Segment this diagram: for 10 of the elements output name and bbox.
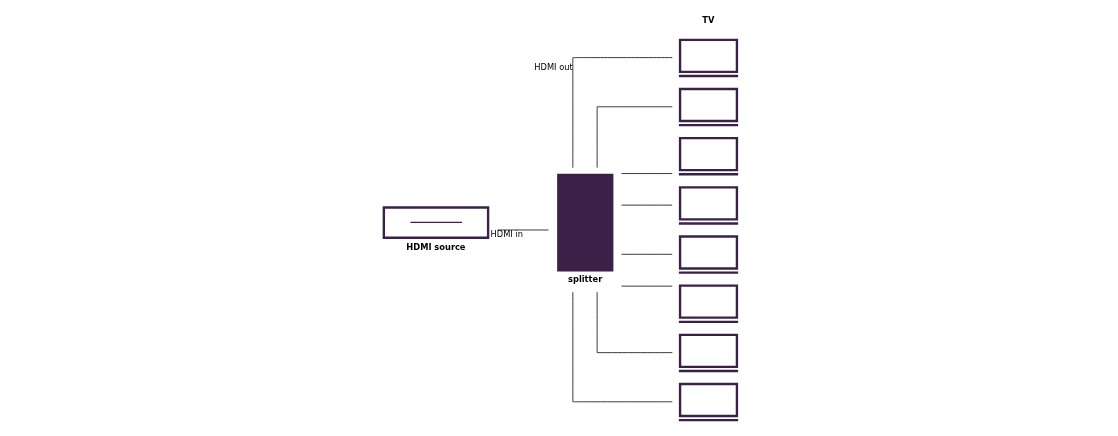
label: TV: [701, 15, 714, 26]
connector: [571, 57, 673, 169]
node-label: HDMI source: [405, 241, 465, 252]
node-box: [382, 206, 489, 239]
node-box: [556, 173, 613, 272]
connector: [596, 291, 673, 353]
edge-label: HDMI out: [533, 61, 573, 72]
node-label: splitter: [567, 274, 602, 285]
edge-label: HDMI in: [490, 228, 523, 239]
connector: [620, 173, 673, 174]
